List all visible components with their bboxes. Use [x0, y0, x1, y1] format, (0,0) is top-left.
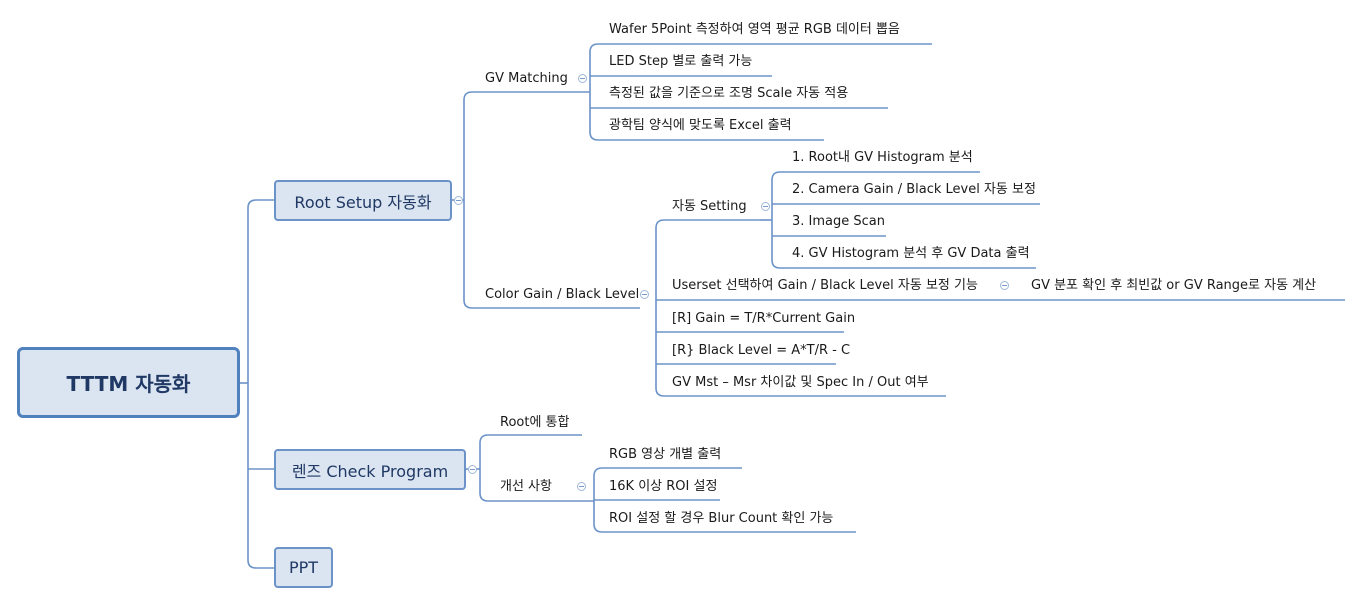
- root-merge-node[interactable]: Root에 통합: [500, 415, 570, 430]
- gv-matching-item[interactable]: 측정된 값을 기준으로 조명 Scale 자동 적용: [609, 86, 849, 101]
- improvements-collapse-icon[interactable]: [577, 482, 586, 491]
- lens-check-label: 렌즈 Check Program: [291, 461, 449, 481]
- gv-matching-collapse-icon[interactable]: [578, 74, 587, 83]
- auto-setting-item[interactable]: 2. Camera Gain / Black Level 자동 보정: [792, 182, 1036, 197]
- ppt-node[interactable]: PPT: [274, 547, 333, 588]
- root-setup-label: Root Setup 자동화: [294, 192, 432, 212]
- lens-check-node[interactable]: 렌즈 Check Program: [274, 449, 466, 490]
- root-setup-collapse-icon[interactable]: [454, 196, 463, 205]
- auto-setting-item[interactable]: 3. Image Scan: [792, 214, 885, 229]
- auto-setting-item[interactable]: 4. GV Histogram 분석 후 GV Data 출력: [792, 246, 1030, 261]
- color-gain-item[interactable]: [R] Gain = T/R*Current Gain: [672, 311, 856, 326]
- auto-setting-node[interactable]: 자동 Setting: [672, 199, 747, 214]
- lens-check-collapse-icon[interactable]: [468, 465, 477, 474]
- auto-setting-collapse-icon[interactable]: [761, 202, 770, 211]
- improvement-item[interactable]: RGB 영상 개별 출력: [609, 447, 722, 462]
- color-gain-node[interactable]: Color Gain / Black Level: [485, 287, 640, 302]
- gv-matching-item[interactable]: LED Step 별로 출력 가능: [609, 54, 753, 69]
- color-gain-collapse-icon[interactable]: [640, 290, 649, 299]
- improvements-node[interactable]: 개선 사항: [500, 479, 552, 494]
- color-gain-item[interactable]: GV Mst – Msr 차이값 및 Spec In / Out 여부: [672, 375, 929, 390]
- ppt-label: PPT: [288, 558, 319, 577]
- improvement-item[interactable]: 16K 이상 ROI 설정: [609, 479, 718, 494]
- improvement-item[interactable]: ROI 설정 할 경우 Blur Count 확인 가능: [609, 511, 834, 526]
- userset-child[interactable]: GV 분포 확인 후 최빈값 or GV Range로 자동 계산: [1031, 278, 1317, 293]
- root-node-label: TTTM 자동화: [66, 372, 191, 396]
- root-setup-node[interactable]: Root Setup 자동화: [274, 180, 452, 221]
- gv-matching-item[interactable]: 광학팀 양식에 맞도록 Excel 출력: [609, 118, 792, 133]
- color-gain-item[interactable]: [R} Black Level = A*T/R - C: [672, 343, 851, 358]
- root-node[interactable]: TTTM 자동화: [17, 347, 240, 418]
- gv-matching-node[interactable]: GV Matching: [485, 71, 568, 86]
- userset-node[interactable]: Userset 선택하여 Gain / Black Level 자동 보정 기능: [672, 278, 978, 293]
- auto-setting-item[interactable]: 1. Root내 GV Histogram 분석: [792, 150, 973, 165]
- userset-collapse-icon[interactable]: [1000, 281, 1009, 290]
- gv-matching-item[interactable]: Wafer 5Point 측정하여 영역 평균 RGB 데이터 뽑음: [609, 22, 900, 37]
